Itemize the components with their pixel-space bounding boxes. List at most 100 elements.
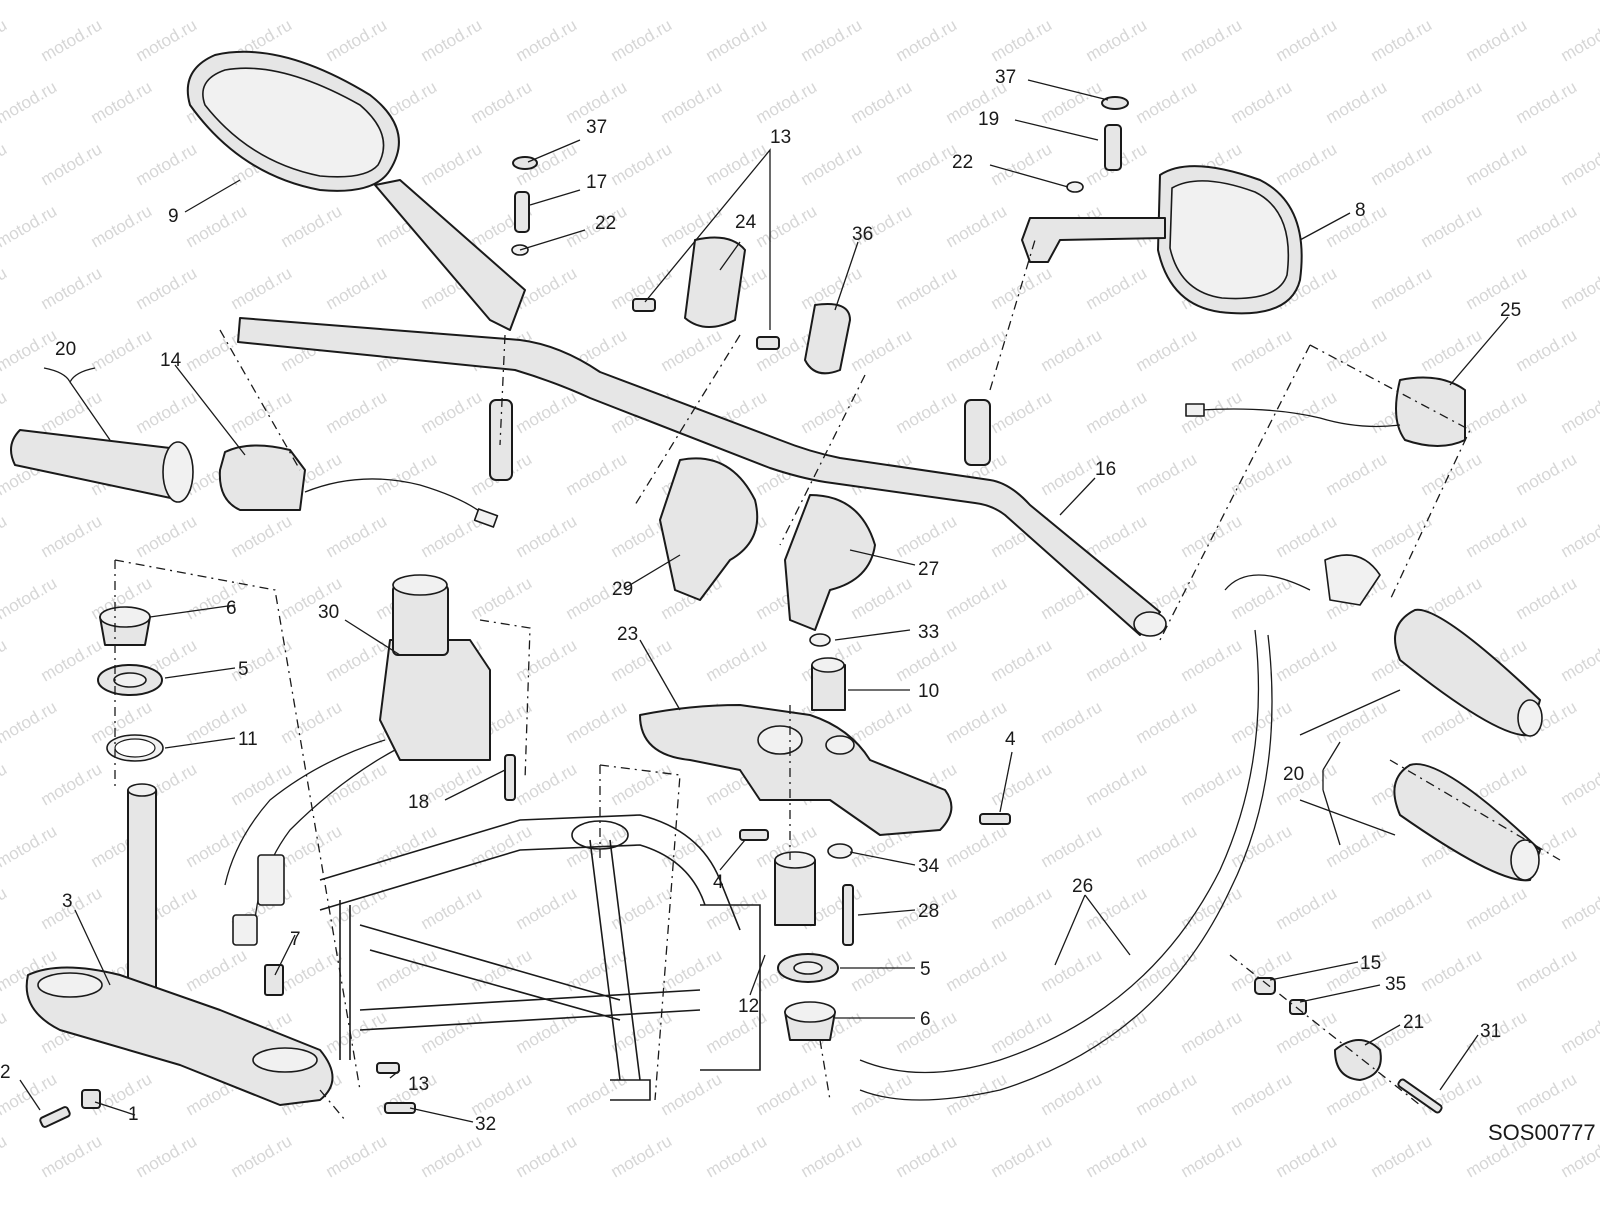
watermark-text: motod.ru	[1133, 449, 1201, 499]
watermark-text: motod.ru	[1558, 759, 1600, 809]
watermark-text: motod.ru	[703, 635, 771, 685]
watermark-text: motod.ru	[1083, 263, 1151, 313]
callout-31: 31	[1480, 1021, 1501, 1042]
watermark-text: motod.ru	[1463, 883, 1531, 933]
watermark-text: motod.ru	[133, 263, 201, 313]
watermark-text: motod.ru	[1178, 1131, 1246, 1181]
right-mirror	[1022, 166, 1302, 313]
watermark-text: motod.ru	[513, 759, 581, 809]
watermark-text: motod.ru	[1083, 511, 1151, 561]
watermark-text: motod.ru	[278, 697, 346, 747]
callout-2: 2	[0, 1062, 11, 1083]
watermark-text: motod.ru	[1083, 15, 1151, 65]
callout-17: 17	[586, 172, 607, 193]
watermark-text: motod.ru	[278, 945, 346, 995]
watermark-text: motod.ru	[1133, 945, 1201, 995]
callout-28: 28	[918, 901, 939, 922]
callout-14: 14	[160, 350, 182, 371]
watermark-text: motod.ru	[1323, 0, 1391, 3]
watermark-text: motod.ru	[658, 945, 726, 995]
watermark-text: motod.ru	[513, 883, 581, 933]
watermark-text: motod.ru	[513, 15, 581, 65]
watermark-text: motod.ru	[848, 77, 916, 127]
watermark-text: motod.ru	[0, 139, 10, 189]
watermark-text: motod.ru	[943, 945, 1011, 995]
watermark-text: motod.ru	[228, 1131, 296, 1181]
watermark-text: motod.ru	[1368, 883, 1436, 933]
watermark-text: motod.ru	[1418, 77, 1486, 127]
watermark-text: motod.ru	[38, 511, 106, 561]
watermark-text: motod.ru	[418, 1007, 486, 1057]
watermark-text: motod.ru	[1273, 635, 1341, 685]
watermark-text: motod.ru	[183, 0, 251, 3]
watermark-text: motod.ru	[418, 139, 486, 189]
watermark-text: motod.ru	[658, 325, 726, 375]
watermark-text: motod.ru	[278, 201, 346, 251]
watermark-text: motod.ru	[608, 883, 676, 933]
watermark-text: motod.ru	[0, 511, 10, 561]
callout-16: 16	[1095, 459, 1116, 480]
watermark-text: motod.ru	[1273, 1007, 1341, 1057]
watermark-text: motod.ru	[1228, 77, 1296, 127]
watermark-text: motod.ru	[323, 263, 391, 313]
watermark-text: motod.ru	[563, 0, 631, 3]
watermark-text: motod.ru	[1228, 697, 1296, 747]
watermark-text: motod.ru	[373, 0, 441, 3]
watermark-text: motod.ru	[0, 697, 60, 747]
watermark-text: motod.ru	[1083, 387, 1151, 437]
watermark-text: motod.ru	[1038, 1069, 1106, 1119]
watermark-text: motod.ru	[418, 15, 486, 65]
watermark-text: motod.ru	[1273, 139, 1341, 189]
watermark-text: motod.ru	[753, 1069, 821, 1119]
watermark-text: motod.ru	[38, 759, 106, 809]
watermark-text: motod.ru	[0, 325, 60, 375]
watermark-text: motod.ru	[278, 0, 346, 3]
watermark-text: motod.ru	[1368, 139, 1436, 189]
watermark-text: motod.ru	[988, 1007, 1056, 1057]
watermark-text: motod.ru	[608, 759, 676, 809]
watermark-text: motod.ru	[943, 573, 1011, 623]
watermark-text: motod.ru	[1513, 573, 1581, 623]
drawing-code: SOS00777	[1488, 1120, 1596, 1145]
callout-22: 22	[595, 213, 616, 234]
watermark-text: motod.ru	[468, 573, 536, 623]
watermark-text: motod.ru	[563, 449, 631, 499]
watermark-text: motod.ru	[1273, 511, 1341, 561]
watermark-text: motod.ru	[1513, 325, 1581, 375]
watermark-text: motod.ru	[1228, 325, 1296, 375]
watermark-text: motod.ru	[1418, 325, 1486, 375]
watermark-text: motod.ru	[418, 387, 486, 437]
watermark-text: motod.ru	[133, 139, 201, 189]
watermark-text: motod.ru	[1513, 1069, 1581, 1119]
watermark-text: motod.ru	[1133, 697, 1201, 747]
watermark-text: motod.ru	[1558, 139, 1600, 189]
watermark-text: motod.ru	[608, 139, 676, 189]
watermark-text: motod.ru	[38, 635, 106, 685]
watermark-text: motod.ru	[563, 697, 631, 747]
watermark-text: motod.ru	[563, 945, 631, 995]
watermark-text: motod.ru	[1083, 635, 1151, 685]
watermark-text: motod.ru	[1228, 573, 1296, 623]
watermark-text: motod.ru	[323, 15, 391, 65]
watermark-text: motod.ru	[38, 387, 106, 437]
watermark-text: motod.ru	[183, 573, 251, 623]
watermark-text: motod.ru	[1463, 139, 1531, 189]
watermark-text: motod.ru	[183, 201, 251, 251]
watermark-text: motod.ru	[418, 1131, 486, 1181]
watermark-text: motod.ru	[38, 1131, 106, 1181]
watermark-text: motod.ru	[1323, 77, 1391, 127]
watermark-text: motod.ru	[1513, 77, 1581, 127]
watermark-text: motod.ru	[1323, 697, 1391, 747]
watermark-text: motod.ru	[0, 573, 60, 623]
watermark-text: motod.ru	[848, 1069, 916, 1119]
watermark-text: motod.ru	[1038, 945, 1106, 995]
watermark-text: motod.ru	[658, 0, 726, 3]
watermark-text: motod.ru	[0, 77, 60, 127]
watermark-text: motod.ru	[0, 387, 10, 437]
watermark-text: motod.ru	[1368, 263, 1436, 313]
watermark-text: motod.ru	[418, 883, 486, 933]
watermark-text: motod.ru	[323, 511, 391, 561]
watermark-text: motod.ru	[988, 1131, 1056, 1181]
watermark-text: motod.ru	[323, 1131, 391, 1181]
callout-20: 20	[55, 339, 76, 360]
